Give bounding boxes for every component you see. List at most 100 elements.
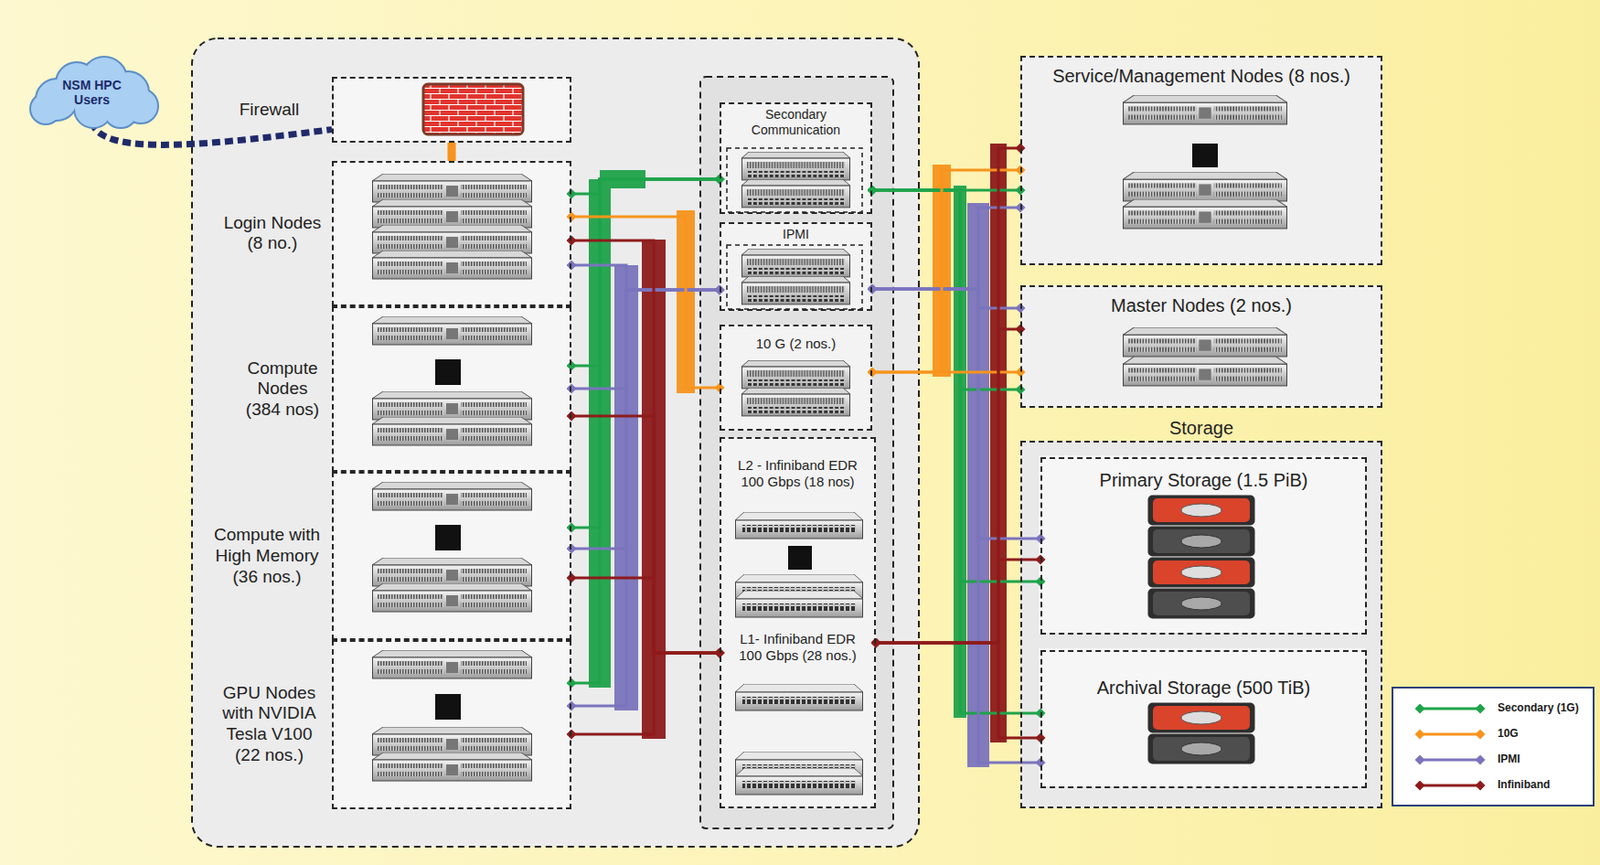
connector xyxy=(571,652,720,735)
connector xyxy=(571,265,720,290)
node-text: IPMI xyxy=(721,226,871,243)
connector xyxy=(571,240,720,653)
connector xyxy=(571,179,720,528)
dashed-box: IPMI xyxy=(719,222,873,311)
server-icons xyxy=(435,524,461,551)
bus-bars xyxy=(588,143,1007,768)
node-text: Primary Storage (1.5 PiB) xyxy=(1042,469,1366,491)
legend-line xyxy=(1419,707,1481,711)
switch-icons xyxy=(735,683,864,711)
cloud-part xyxy=(31,94,61,124)
connector xyxy=(571,289,720,706)
connector xyxy=(571,179,720,683)
dashed-box: Service/Management Nodes (8 nos.) xyxy=(1020,55,1383,266)
server-icons xyxy=(372,583,533,612)
dashed-box: Primary Storage (1.5 PiB) xyxy=(1040,457,1367,635)
firewall-icon xyxy=(423,84,523,135)
switch-icons xyxy=(741,179,851,208)
server-icons xyxy=(372,199,533,228)
connector xyxy=(872,190,1041,582)
storage-icons xyxy=(1148,526,1256,557)
legend-line xyxy=(1419,733,1481,736)
switch-icons xyxy=(788,545,812,570)
server-icons xyxy=(372,224,533,254)
connector xyxy=(571,416,720,653)
legend-row: Infiniband xyxy=(1415,776,1590,795)
node-label: GPU Nodes with NVIDIA Tesla V100 (22 nos… xyxy=(212,682,327,767)
box-fills xyxy=(719,437,876,809)
node-text: NSM HPC Users xyxy=(20,76,164,107)
legend-swatch xyxy=(1415,702,1487,715)
server-icons xyxy=(1192,143,1218,168)
server-icons xyxy=(372,250,533,279)
dashed-box: GPU Nodes with NVIDIA Tesla V100 (22 nos… xyxy=(331,640,572,810)
box-fills xyxy=(1020,285,1383,408)
legend-box: Secondary (1G) 10G IPMI Infiniband xyxy=(1391,686,1595,807)
connector xyxy=(571,289,720,549)
storage-icons xyxy=(1148,588,1256,619)
connector xyxy=(448,142,457,161)
box-fills xyxy=(1020,55,1383,266)
legend-swatch xyxy=(1415,727,1487,741)
switch-icons xyxy=(741,276,851,305)
server-icons xyxy=(1122,356,1288,386)
legend-line xyxy=(1419,758,1481,762)
server-icons xyxy=(372,391,533,420)
node-text: 10 G (2 nos.) xyxy=(721,335,871,352)
connector xyxy=(872,288,1041,763)
inner-dashed-boxes xyxy=(726,148,863,213)
dashed-box: Secondary Communication xyxy=(719,102,873,214)
node-label: Compute with High Memory (36 nos.) xyxy=(207,524,327,587)
node-text: Archival Storage (500 TiB) xyxy=(1042,676,1366,699)
legend-swatch xyxy=(1415,753,1487,767)
dashed-box: StoragePrimary Storage (1.5 PiB)Archival… xyxy=(1020,440,1383,809)
dashed-box: L2 - Infiniband EDR 100 Gbps (18 nos)L1-… xyxy=(719,437,876,809)
main-panel xyxy=(192,38,919,847)
connector xyxy=(571,216,720,388)
dashed-box: Login Nodes (8 no.) xyxy=(331,160,572,307)
legend-row: IPMI xyxy=(1415,750,1590,769)
switch-icons xyxy=(735,768,864,795)
dashed-box: Firewall xyxy=(331,76,572,143)
box-fills xyxy=(719,102,873,214)
legend-row: Secondary (1G) xyxy=(1415,699,1590,718)
server-icons xyxy=(372,173,533,203)
storage-icons xyxy=(1148,734,1256,765)
storage-icons xyxy=(1148,495,1256,526)
panels xyxy=(192,38,919,847)
switch-panel xyxy=(700,76,894,829)
connector xyxy=(875,642,1041,738)
box-fills xyxy=(1020,440,1383,809)
server-icons xyxy=(372,416,533,446)
legend-row: 10G xyxy=(1415,725,1590,744)
server-icons xyxy=(372,726,533,756)
switch-icons xyxy=(741,151,851,181)
box-fills xyxy=(331,55,1383,810)
dashed-box: Archival Storage (500 TiB) xyxy=(1040,650,1367,789)
box-fills xyxy=(719,324,873,431)
connector xyxy=(875,559,1041,643)
node-label: Compute Nodes (384 nos) xyxy=(238,357,327,420)
switch-icons xyxy=(741,248,851,278)
legend-text: IPMI xyxy=(1497,752,1521,766)
switch-icons xyxy=(735,590,864,618)
inner-dashed-boxes xyxy=(726,245,863,310)
server-icons xyxy=(372,481,533,511)
cloud-node: NSM HPC Users xyxy=(20,55,164,128)
dashed-box: Master Nodes (2 nos.) xyxy=(1020,285,1383,408)
node-label: Firewall xyxy=(212,99,327,121)
switch-icons xyxy=(735,512,864,539)
server-icons xyxy=(435,693,461,720)
server-icons xyxy=(372,316,533,345)
box-fills xyxy=(719,222,873,311)
storage-icons xyxy=(1148,557,1256,588)
switch-icons xyxy=(735,151,864,795)
connector xyxy=(571,577,720,653)
node-text: L2 - Infiniband EDR 100 Gbps (18 nos) xyxy=(721,457,875,491)
server-icons xyxy=(1122,199,1288,229)
box-fills xyxy=(1038,648,1366,787)
storage-icons xyxy=(1148,703,1256,734)
server-icons xyxy=(372,752,533,781)
node-text: Master Nodes (2 nos.) xyxy=(1022,294,1381,317)
